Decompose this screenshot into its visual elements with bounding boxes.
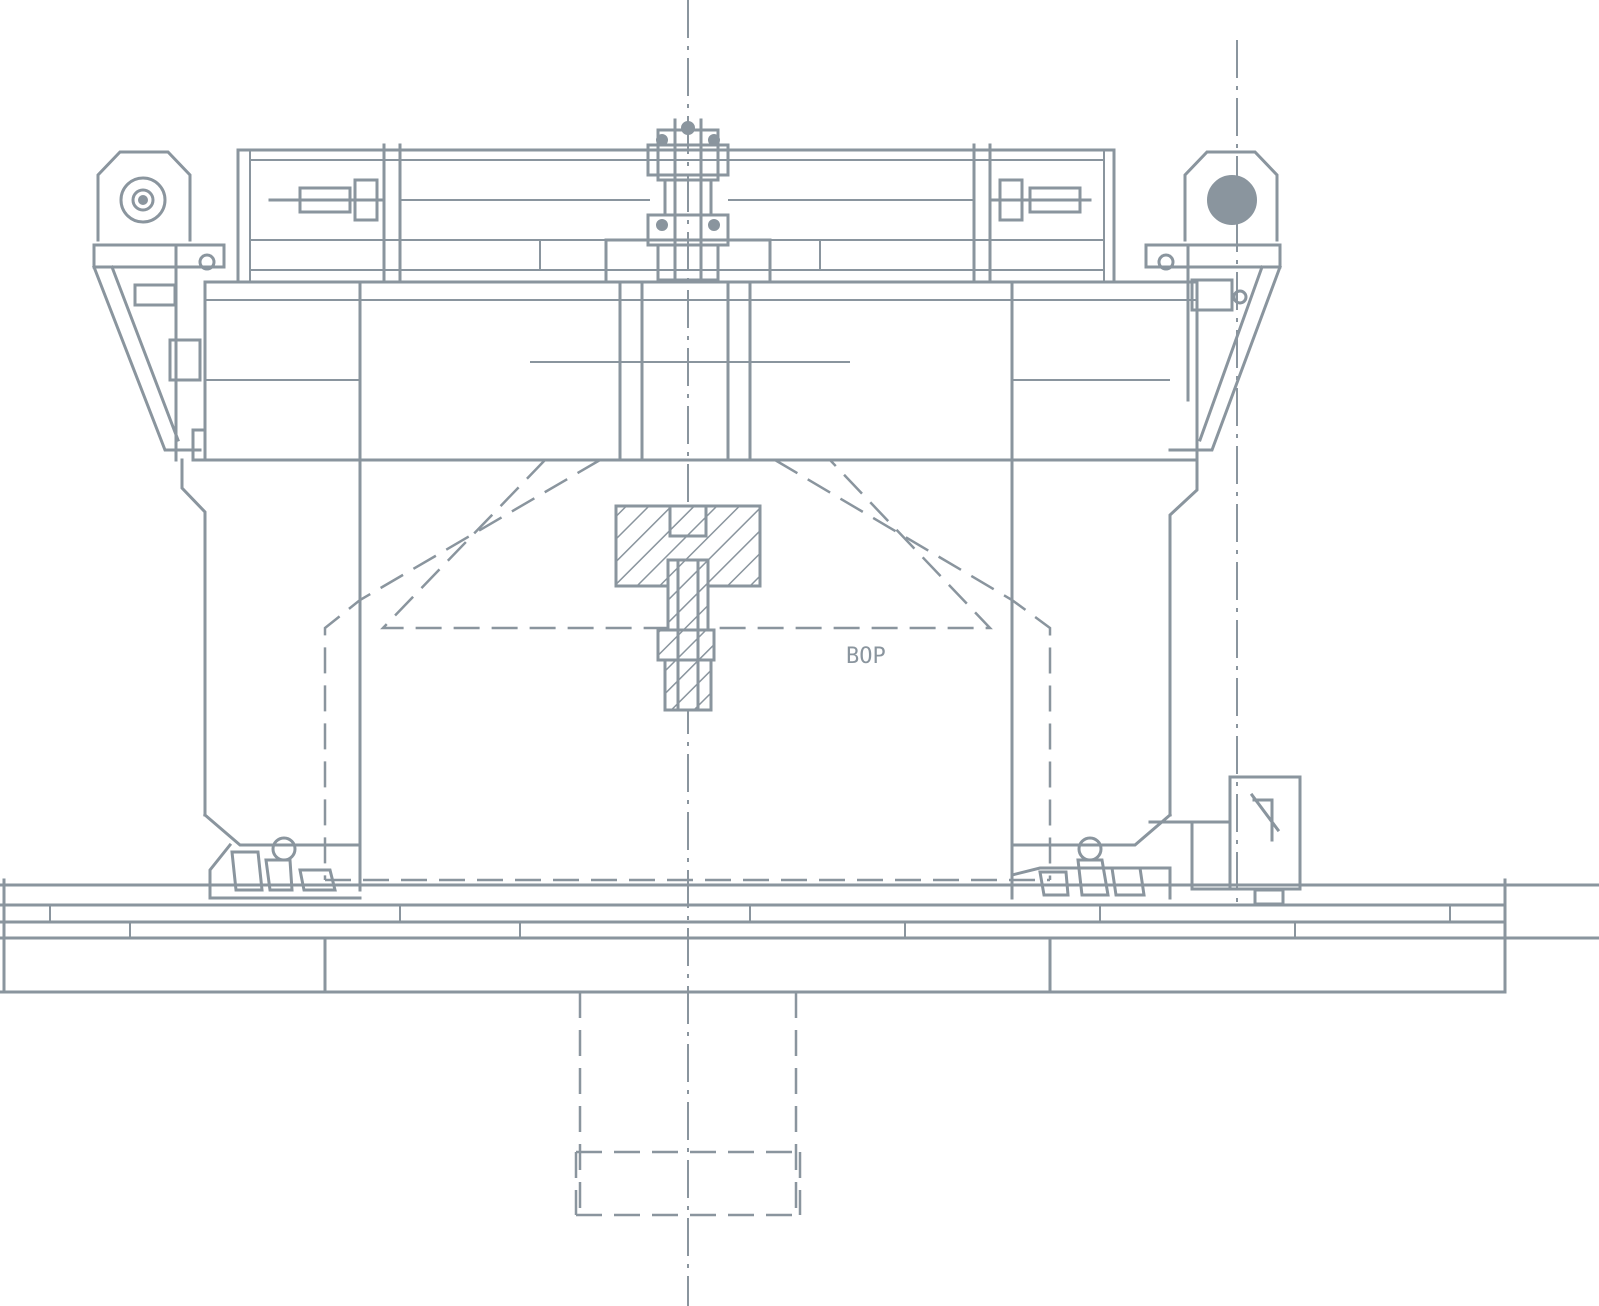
right-drive-unit <box>1148 775 1302 906</box>
right-wheel-housing <box>1183 150 1279 242</box>
left-gantry-leg <box>180 458 362 900</box>
gantry-frame <box>203 280 1199 462</box>
floor-rails <box>0 878 1599 994</box>
central-hoist <box>646 118 730 284</box>
right-end-carriage <box>1144 243 1282 452</box>
hook-block <box>614 504 762 712</box>
top-cylinders <box>268 178 1092 222</box>
center-lines <box>687 0 1238 1306</box>
left-end-carriage <box>92 243 226 462</box>
right-gantry-leg <box>1010 458 1199 900</box>
left-wheel-housing <box>96 150 192 242</box>
bop-label: BOP <box>846 644 886 669</box>
foundation-outline <box>574 992 802 1217</box>
